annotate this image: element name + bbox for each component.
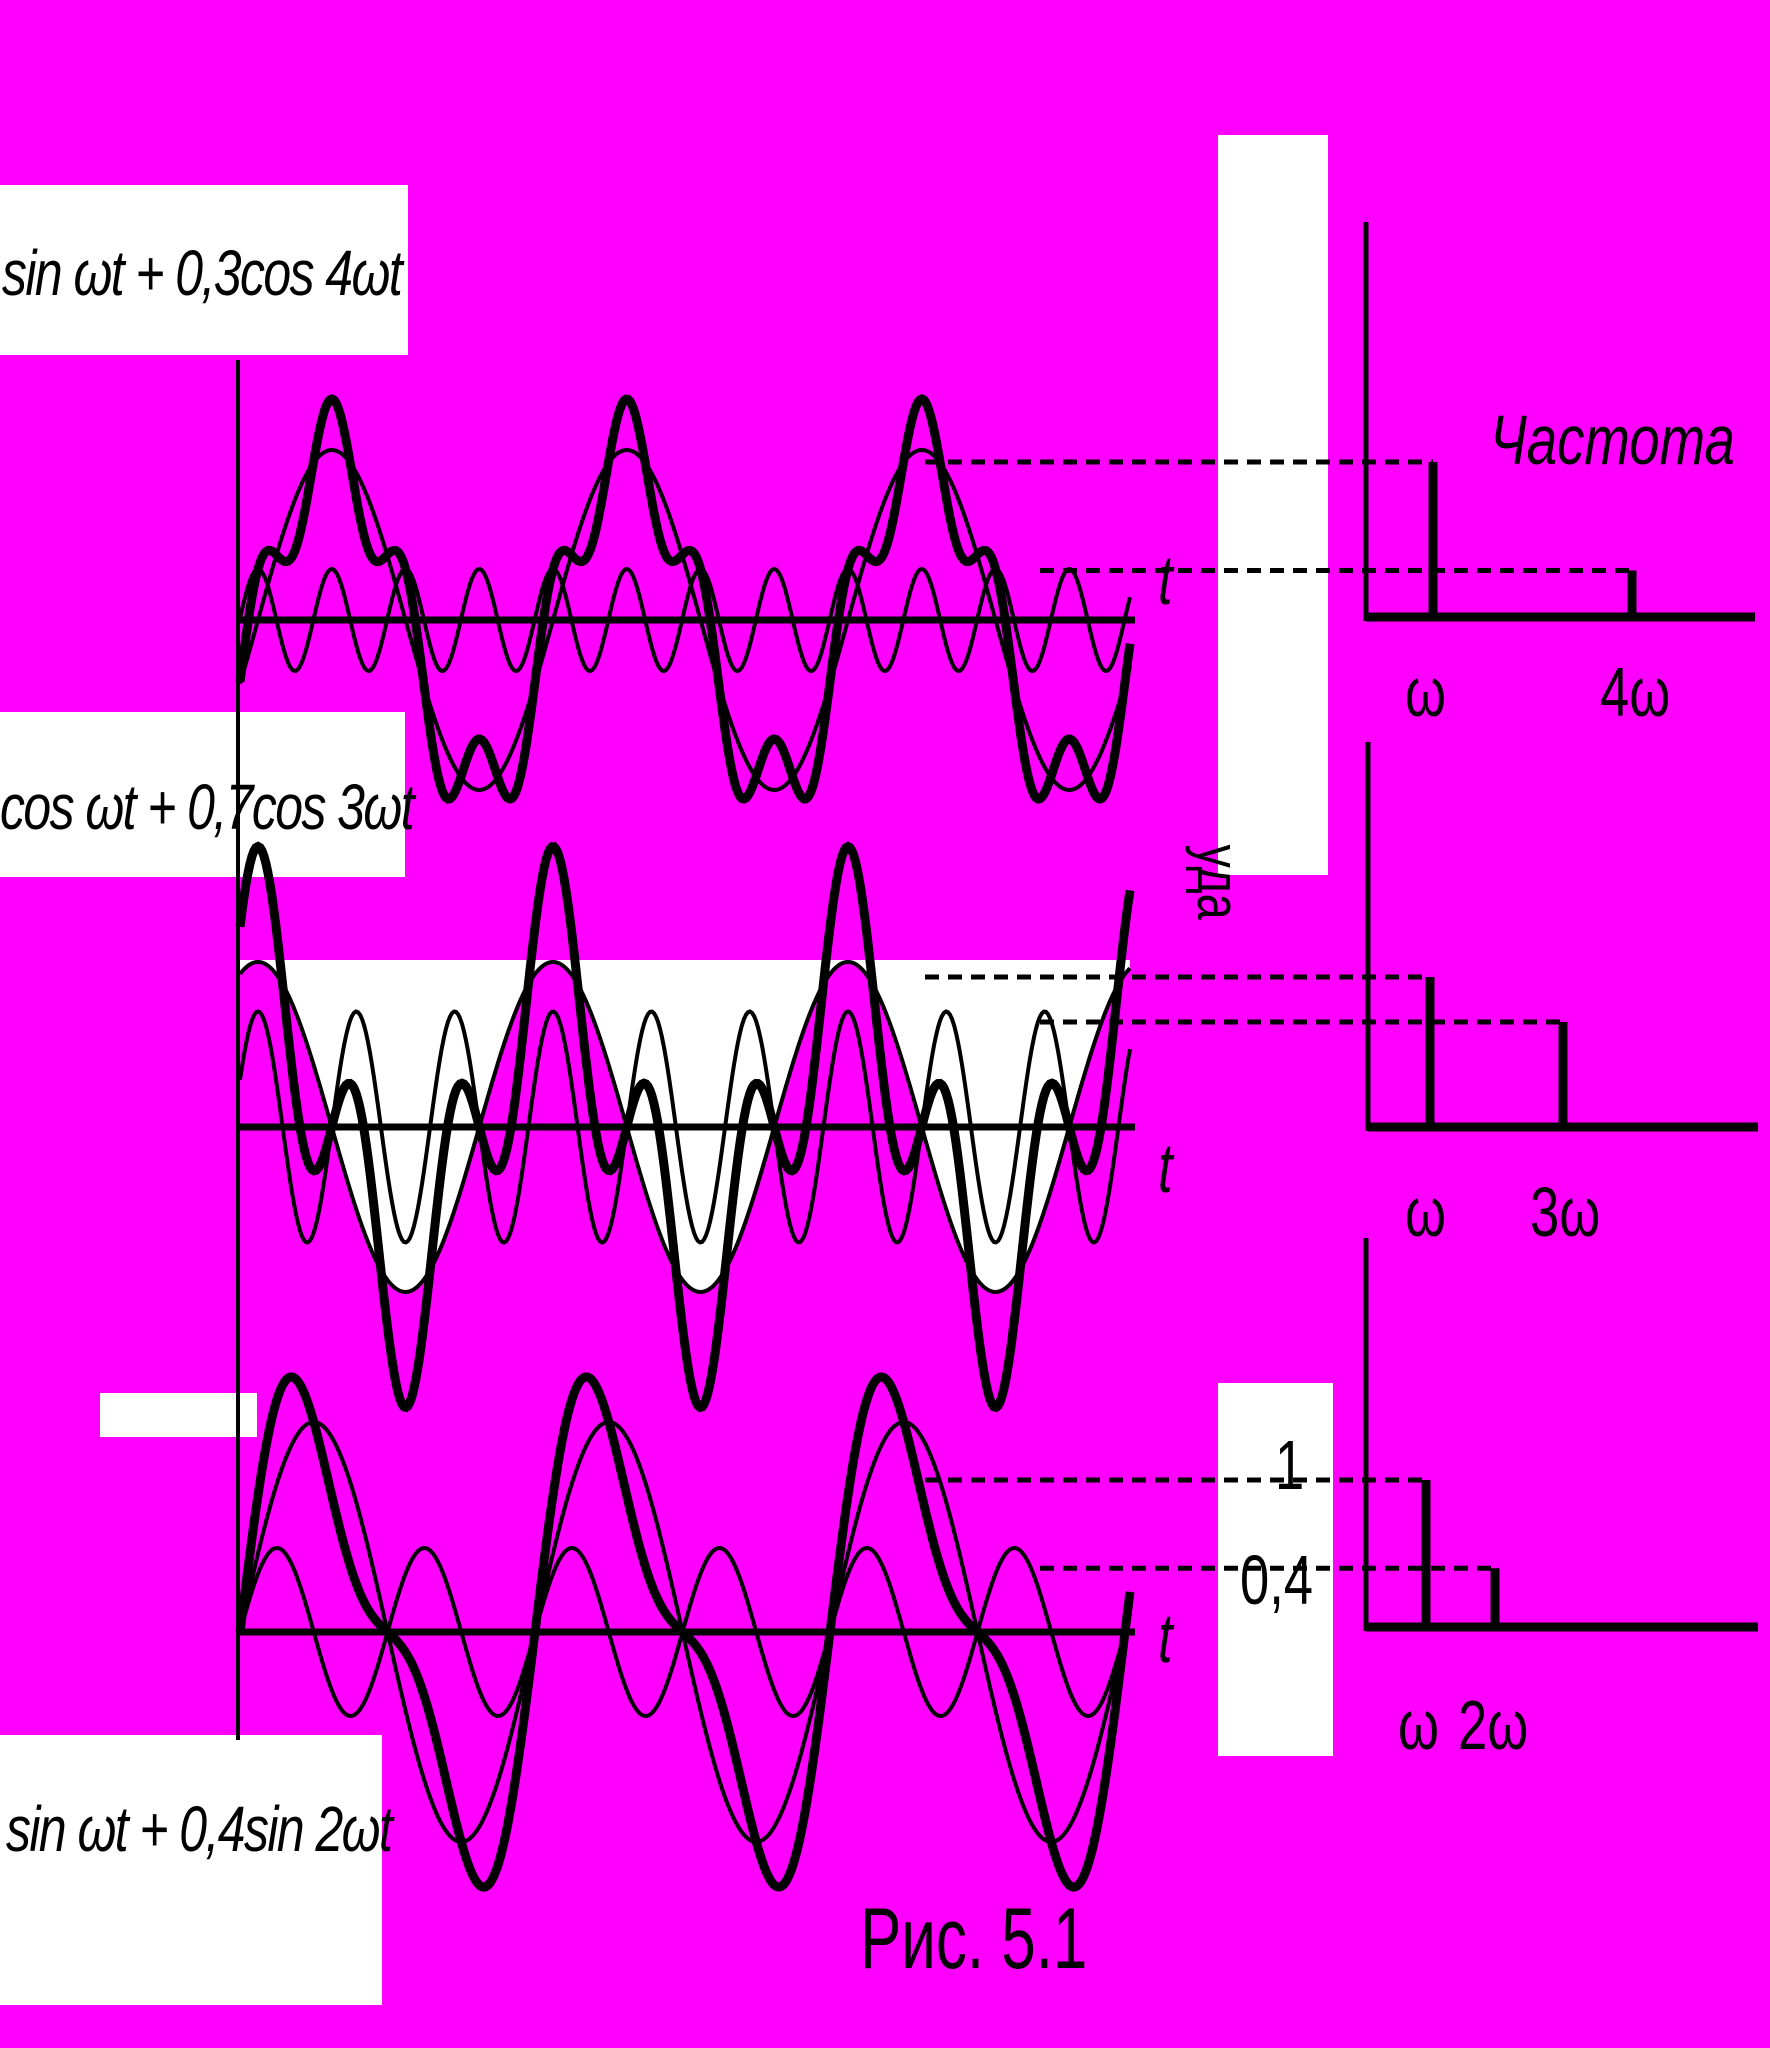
formula-2: cos ωt + 0,7cos 3ωt	[0, 771, 415, 843]
panel-2-component-2	[238, 1009, 1132, 1245]
spectrum-2-label-fundamental: ω	[1405, 1173, 1446, 1251]
formula-box-2	[0, 712, 405, 877]
spectrum-1-label-fundamental: ω	[1405, 653, 1446, 731]
time-axis-label-1: t	[1158, 541, 1173, 619]
blank-box	[100, 1393, 257, 1437]
spectrum-3-label-harmonic: 2ω	[1458, 1686, 1529, 1764]
spectrum-1-label-harmonic: 4ω	[1600, 653, 1671, 731]
time-axis-label-2: t	[1158, 1129, 1173, 1207]
amplitude-label-box	[1218, 135, 1328, 875]
formula-3: sin ωt + 0,4sin 2ωt	[6, 1793, 393, 1865]
time-axis-label-3: t	[1158, 1599, 1173, 1677]
spectrum-2-label-harmonic: 3ω	[1530, 1173, 1601, 1251]
amplitude-tick-04: 0,4	[1240, 1541, 1313, 1619]
spectrum-3-label-fundamental: ω	[1398, 1686, 1439, 1764]
amplitude-tick-1: 1	[1275, 1426, 1305, 1504]
panel-1-sum	[235, 394, 1135, 804]
panel-2-component-1	[238, 959, 1132, 1295]
formula-1: sin ωt + 0,3cos 4ωt	[2, 237, 403, 309]
formula-box-3	[0, 1735, 382, 2005]
panel-2-sum	[235, 841, 1135, 1413]
formula-box-1	[0, 185, 408, 355]
frequency-axis-label: Частота	[1490, 401, 1735, 479]
figure-caption: Рис. 5.1	[860, 1891, 1088, 1987]
panel-1-component-2	[238, 566, 1132, 674]
